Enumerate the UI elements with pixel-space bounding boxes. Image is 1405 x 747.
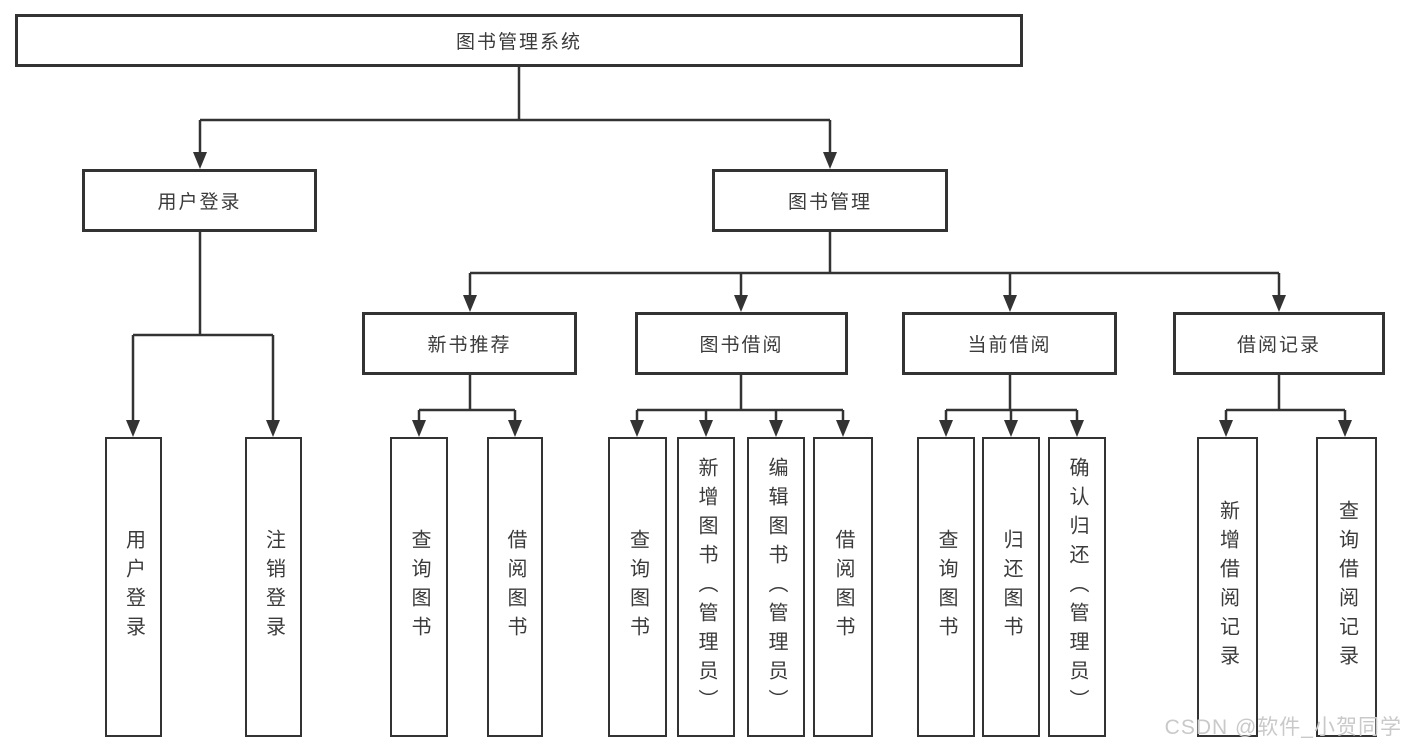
- csdn-watermark: CSDN @软件_小贺同学: [1164, 716, 1402, 739]
- node-label: 用户登录: [122, 529, 145, 645]
- node-label: 图书管理系统: [455, 32, 582, 53]
- leaf-query-borrow-record: 查询借阅记录: [1316, 437, 1377, 737]
- node-label: 查询图书: [626, 529, 649, 645]
- leaf-borrow-books-recommend: 借阅图书: [487, 437, 543, 737]
- node-label: 新增借阅记录: [1216, 500, 1239, 674]
- node-borrow-records: 借阅记录: [1173, 312, 1385, 375]
- node-root-system: 图书管理系统: [15, 14, 1023, 67]
- node-label: 查询图书: [408, 529, 430, 645]
- leaf-add-books-admin: 新增图书（管理员）: [677, 437, 735, 737]
- node-label: 用户登录: [157, 192, 242, 213]
- leaf-query-books-recommend: 查询图书: [390, 437, 448, 737]
- leaf-logout: 注销登录: [245, 437, 302, 737]
- node-label: 注销登录: [262, 529, 285, 645]
- leaf-query-books-current: 查询图书: [917, 437, 975, 737]
- leaf-return-books: 归还图书: [982, 437, 1040, 737]
- arrowhead-icons: [126, 152, 1352, 437]
- leaf-user-login: 用户登录: [105, 437, 162, 737]
- node-label: 借阅记录: [1236, 335, 1321, 356]
- node-label: 图书管理: [787, 192, 872, 213]
- node-book-borrow: 图书借阅: [635, 312, 848, 375]
- leaf-confirm-return-admin: 确认归还（管理员）: [1048, 437, 1106, 737]
- node-label: 当前借阅: [967, 335, 1052, 356]
- leaf-query-books-borrow: 查询图书: [608, 437, 667, 737]
- node-label: 图书借阅: [699, 335, 784, 356]
- leaf-add-borrow-record: 新增借阅记录: [1197, 437, 1258, 737]
- node-label: 查询借阅记录: [1335, 500, 1358, 674]
- node-label: 借阅图书: [504, 529, 526, 645]
- node-new-book-recommend: 新书推荐: [362, 312, 577, 375]
- tree-edges: [131, 67, 1347, 424]
- node-label: 归还图书: [1000, 529, 1022, 645]
- node-label: 确认归还（管理员）: [1066, 456, 1088, 718]
- node-book-management: 图书管理: [712, 169, 948, 232]
- node-label: 查询图书: [935, 529, 957, 645]
- node-label: 新增图书（管理员）: [695, 456, 717, 718]
- node-label: 新书推荐: [427, 335, 512, 356]
- leaf-borrow-books: 借阅图书: [813, 437, 873, 737]
- node-label: 借阅图书: [832, 529, 854, 645]
- node-user-login: 用户登录: [82, 169, 317, 232]
- node-label: 编辑图书（管理员）: [765, 456, 787, 718]
- leaf-edit-books-admin: 编辑图书（管理员）: [747, 437, 805, 737]
- node-current-borrow: 当前借阅: [902, 312, 1117, 375]
